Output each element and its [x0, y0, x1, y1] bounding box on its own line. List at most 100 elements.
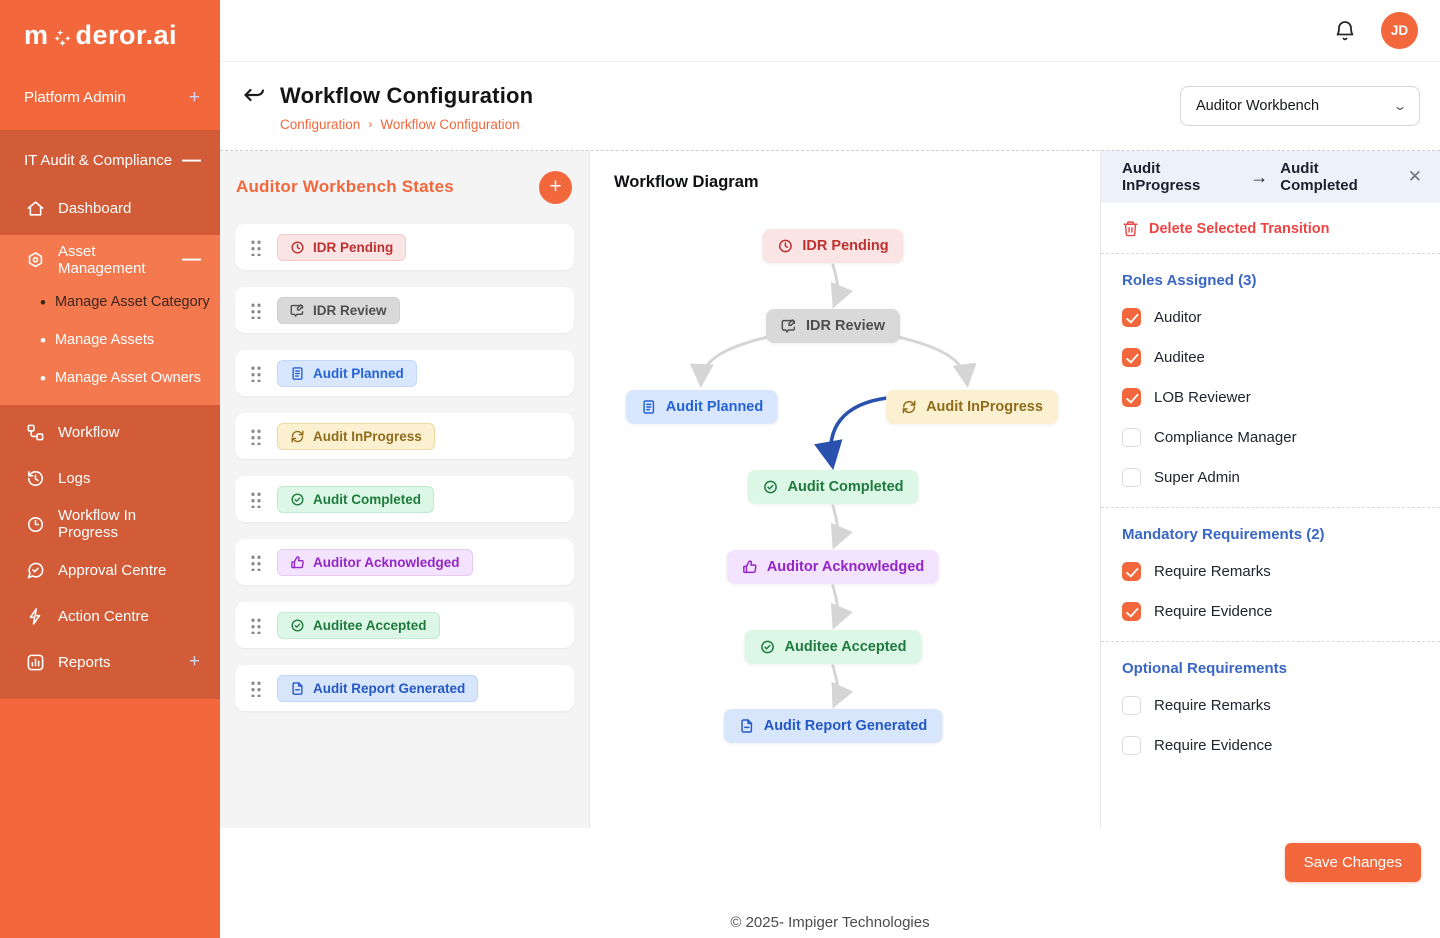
user-avatar[interactable]: JD [1381, 12, 1418, 49]
drag-handle-icon[interactable] [250, 301, 261, 319]
breadcrumb-configuration[interactable]: Configuration [280, 116, 361, 132]
sidebar-item-approval-centre[interactable]: Approval Centre [0, 547, 220, 593]
sidebar-item-workflow-in-progress[interactable]: Workflow In Progress [0, 501, 220, 547]
state-list-item[interactable]: Audit Completed [235, 476, 574, 522]
state-badge-auditor-acknowledged[interactable]: Auditor Acknowledged [277, 548, 473, 576]
drag-handle-icon[interactable] [250, 490, 261, 508]
drag-handle-icon[interactable] [250, 553, 261, 571]
workflow-label: Workflow [58, 423, 120, 441]
checkbox[interactable] [1122, 467, 1141, 487]
drag-handle-icon[interactable] [250, 427, 261, 445]
document-icon [643, 400, 655, 414]
notification-bell-icon[interactable] [1333, 19, 1357, 43]
asset-management-label: Asset Management [58, 243, 146, 277]
checkbox-row-optional-evidence[interactable]: Require Evidence [1122, 725, 1419, 765]
checkbox[interactable] [1122, 601, 1141, 621]
sidebar-item-it-audit-compliance[interactable]: IT Audit & Compliance — [0, 136, 220, 185]
checkbox-row-auditor[interactable]: Auditor [1122, 297, 1419, 337]
state-list-item[interactable]: Auditor Acknowledged [235, 539, 574, 585]
sidebar-asset-management-block: Asset Management — • Manage Asset Catego… [0, 235, 220, 405]
diagram-node-audit-inprogress[interactable]: Audit InProgress [886, 390, 1058, 424]
state-list-item[interactable]: Auditee Accepted [235, 602, 574, 648]
state-list-item[interactable]: Audit InProgress [235, 413, 574, 459]
sidebar-item-manage-asset-owners[interactable]: • Manage Asset Owners [0, 359, 220, 397]
checkbox-row-super-admin[interactable]: Super Admin [1122, 457, 1419, 497]
logo-text-post: deror.ai [75, 20, 178, 50]
state-list-item[interactable]: Audit Report Generated [235, 665, 574, 711]
node-label: Audit Planned [665, 399, 764, 415]
sidebar-item-asset-management[interactable]: Asset Management — [0, 237, 220, 283]
checkbox-row-mandatory-remarks[interactable]: Require Remarks [1122, 551, 1419, 591]
checkbox[interactable] [1122, 387, 1141, 407]
optional-requirements-heading: Optional Requirements [1122, 660, 1288, 677]
delete-transition-button[interactable]: Delete Selected Transition [1101, 203, 1440, 254]
sidebar-item-dashboard[interactable]: Dashboard [0, 185, 220, 231]
state-badge-audit-inprogress[interactable]: Audit InProgress [277, 422, 435, 450]
diagram-node-audit-completed[interactable]: Audit Completed [747, 470, 919, 504]
check-circle-icon [761, 640, 774, 654]
checkbox[interactable] [1122, 427, 1141, 447]
workflow-in-progress-label: Workflow In Progress [58, 507, 137, 541]
bullet-icon: • [40, 330, 46, 350]
diagram-node-idr-pending[interactable]: IDR Pending [762, 229, 904, 263]
checkbox-row-mandatory-evidence[interactable]: Require Evidence [1122, 591, 1419, 631]
sidebar-section-it-audit: IT Audit & Compliance — Dashboard Asset … [0, 130, 220, 699]
state-badge-idr-review[interactable]: IDR Review [277, 296, 400, 324]
workbench-select[interactable]: Auditor Workbench ⌄ [1180, 86, 1420, 126]
drag-handle-icon[interactable] [250, 679, 261, 697]
action-centre-label: Action Centre [58, 607, 149, 625]
minus-icon[interactable]: — [182, 149, 201, 171]
breadcrumb-workflow-configuration[interactable]: Workflow Configuration [380, 116, 520, 132]
state-badge-audit-report-generated[interactable]: Audit Report Generated [277, 674, 479, 702]
sidebar-item-manage-assets[interactable]: • Manage Assets [0, 321, 220, 359]
state-badge-auditee-accepted[interactable]: Auditee Accepted [277, 611, 440, 639]
state-list-item[interactable]: Audit Planned [235, 350, 574, 396]
drag-handle-icon[interactable] [250, 616, 261, 634]
save-changes-button[interactable]: Save Changes [1284, 843, 1421, 882]
breadcrumb: Configuration › Workflow Configuration [280, 117, 533, 132]
checkbox-row-compliance-manager[interactable]: Compliance Manager [1122, 417, 1419, 457]
clock-progress-icon [27, 516, 44, 532]
plus-icon[interactable]: + [188, 651, 200, 672]
drag-handle-icon[interactable] [250, 238, 261, 256]
plus-icon[interactable]: + [188, 86, 200, 108]
diagram-node-auditee-accepted[interactable]: Auditee Accepted [744, 630, 922, 664]
sidebar-item-manage-asset-category[interactable]: • Manage Asset Category [0, 283, 220, 321]
state-badge-audit-completed[interactable]: Audit Completed [277, 485, 434, 513]
check-circle-icon [764, 480, 777, 494]
checkbox[interactable] [1122, 695, 1141, 715]
diagram-node-audit-report-generated[interactable]: Audit Report Generated [723, 709, 943, 743]
state-badge-audit-planned[interactable]: Audit Planned [277, 359, 417, 387]
node-label: Audit InProgress [926, 399, 1043, 415]
checkbox[interactable] [1122, 561, 1141, 581]
sidebar-item-reports[interactable]: Reports + [0, 639, 220, 685]
checkbox[interactable] [1122, 347, 1141, 367]
sidebar-item-platform-admin[interactable]: Platform Admin + [0, 73, 220, 122]
minus-icon[interactable]: — [182, 249, 201, 270]
close-icon[interactable]: ✕ [1407, 167, 1422, 186]
checkbox-row-auditee[interactable]: Auditee [1122, 337, 1419, 377]
diagram-node-audit-planned[interactable]: Audit Planned [625, 390, 779, 424]
back-arrow-icon[interactable] [242, 84, 266, 108]
approval-centre-label: Approval Centre [58, 561, 167, 579]
drag-handle-icon[interactable] [250, 364, 261, 382]
sidebar-item-workflow[interactable]: Workflow [0, 409, 220, 455]
diagram-node-auditor-acknowledged[interactable]: Auditor Acknowledged [726, 550, 940, 584]
checkbox[interactable] [1122, 735, 1141, 755]
state-list-item[interactable]: IDR Pending [235, 224, 574, 270]
diagram-node-idr-review[interactable]: IDR Review [766, 309, 900, 343]
checkbox-row-lob-reviewer[interactable]: LOB Reviewer [1122, 377, 1419, 417]
sidebar-item-logs[interactable]: Logs [0, 455, 220, 501]
sidebar-item-action-centre[interactable]: Action Centre [0, 593, 220, 639]
checkbox-row-optional-remarks[interactable]: Require Remarks [1122, 685, 1419, 725]
state-badge-idr-pending[interactable]: IDR Pending [277, 233, 407, 261]
home-icon [27, 200, 44, 216]
state-list-item[interactable]: IDR Review [235, 287, 574, 333]
history-icon [27, 470, 43, 486]
reports-label: Reports [58, 653, 111, 671]
checkbox[interactable] [1122, 307, 1141, 327]
add-state-button[interactable]: + [539, 170, 572, 204]
trash-icon [1123, 221, 1138, 237]
